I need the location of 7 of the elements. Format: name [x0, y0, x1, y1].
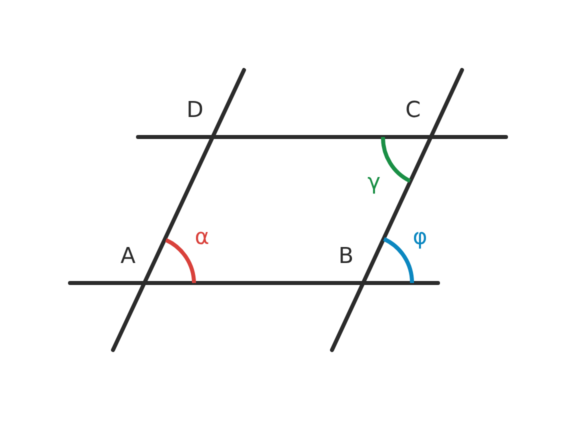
point-label: D: [186, 100, 204, 122]
point-label: A: [120, 246, 136, 268]
angle-label: α: [194, 227, 210, 249]
angle-label: γ: [367, 172, 381, 194]
point-label: B: [338, 246, 354, 268]
point-label: C: [405, 100, 421, 122]
angle-label: φ: [412, 227, 428, 249]
